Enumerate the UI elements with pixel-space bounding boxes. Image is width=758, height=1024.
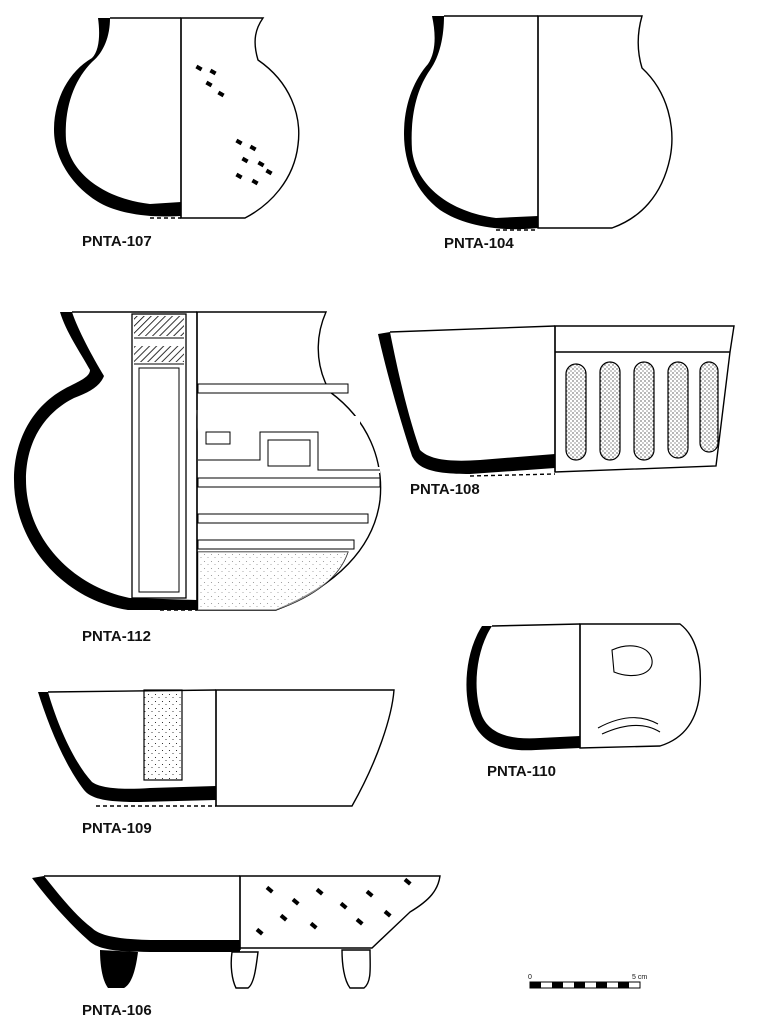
vessel-pnta-106-exterior — [239, 875, 441, 949]
vessel-pnta-110: PNTA-110 — [466, 623, 702, 780]
vessel-pnta-104-label: PNTA-104 — [444, 235, 514, 252]
vessel-pnta-107-label: PNTA-107 — [82, 233, 152, 250]
vessel-pnta-107-section — [54, 18, 181, 217]
vessel-pnta-108-section — [378, 332, 555, 474]
vessel-pnta-107-decoration — [195, 64, 273, 186]
vessel-pnta-110-section — [466, 626, 580, 751]
vessel-pnta-104-section — [404, 16, 538, 230]
vessel-pnta-108-label: PNTA-108 — [410, 481, 480, 498]
vessel-pnta-106-section — [32, 876, 240, 952]
vessel-pnta-110-label: PNTA-110 — [487, 763, 556, 780]
vessel-pnta-109-exterior — [215, 689, 395, 807]
vessel-pnta-110-decoration — [597, 645, 661, 735]
vessel-pnta-109: PNTA-109 — [38, 689, 395, 837]
vessel-pnta-109-section — [38, 692, 216, 802]
vessel-pnta-106-label: PNTA-106 — [82, 1002, 152, 1019]
vessel-pnta-106-foot-right — [341, 949, 371, 989]
scale-bar-end-label: 5 cm — [632, 974, 647, 981]
vessel-pnta-106-foot-left — [230, 951, 259, 989]
vessel-pnta-107: PNTA-107 — [54, 17, 300, 250]
vessel-pnta-104-exterior — [537, 15, 673, 229]
vessel-pnta-109-interior-band — [143, 689, 183, 781]
vessel-pnta-106-foot-section — [100, 950, 138, 988]
vessel-pnta-108: PNTA-108 — [378, 325, 735, 498]
scale-bar: 0 5 cm — [528, 974, 647, 989]
vessel-pnta-106: PNTA-106 — [32, 875, 441, 1019]
vessel-pnta-107-exterior — [180, 17, 300, 219]
vessel-pnta-109-label: PNTA-109 — [82, 820, 152, 837]
vessel-pnta-112-label: PNTA-112 — [82, 628, 151, 645]
scale-bar-start-label: 0 — [528, 974, 532, 981]
vessel-pnta-112-decoration — [195, 383, 381, 611]
vessel-pnta-108-decoration — [565, 361, 719, 461]
vessel-pnta-106-decoration — [255, 877, 412, 936]
vessel-pnta-112: PNTA-112 — [14, 311, 382, 645]
vessel-pnta-110-exterior — [579, 623, 702, 749]
vessel-pnta-104: PNTA-104 — [404, 15, 673, 252]
